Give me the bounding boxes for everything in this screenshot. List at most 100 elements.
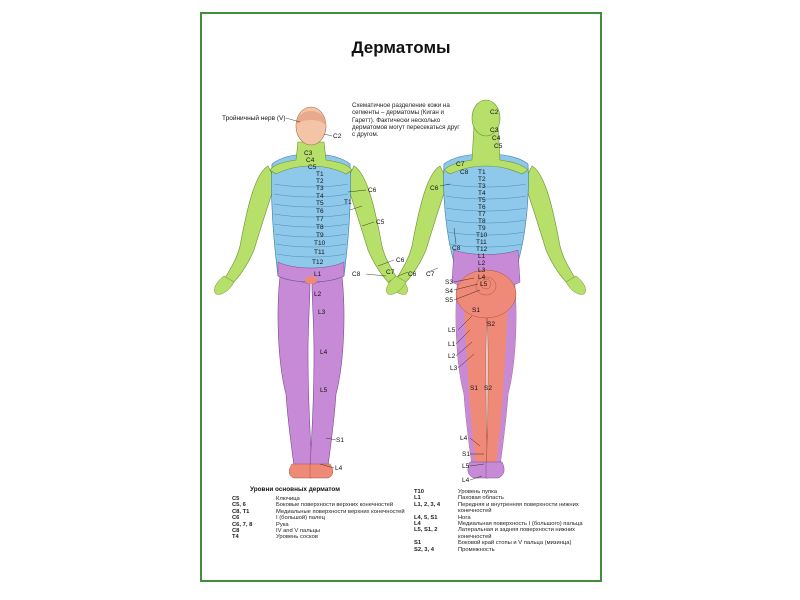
- description-note: Схематичное разделение кожи на сегменты …: [352, 102, 460, 139]
- back-label-C7-hand: C7: [426, 271, 435, 278]
- front-left-arm: [345, 165, 399, 285]
- legend-description: IV and V пальцы: [276, 528, 321, 535]
- front-pelvis: [277, 261, 345, 283]
- legend-description: Медиальная поверхность I (большого) паль…: [458, 521, 583, 528]
- back-label-S2: S2: [487, 321, 495, 328]
- front-head-top: [296, 111, 326, 126]
- legend-row: L1 Паховая область: [414, 495, 599, 501]
- front-label-C7: C7: [386, 269, 395, 276]
- back-label-L2: L2: [478, 260, 486, 267]
- back-label-C3: C3: [490, 127, 499, 134]
- back-label-C6-hand: C6: [408, 271, 417, 278]
- legend-code: C6: [232, 515, 240, 522]
- back-label-C2: C2: [490, 109, 499, 116]
- front-label-C4: C4: [306, 157, 315, 164]
- legend-description: Латеральная и задняя поверхности нижних …: [458, 527, 576, 540]
- back-label-S5: S5: [445, 297, 453, 304]
- legend-row: T10 Уровень пупка: [414, 489, 599, 495]
- back-label-L2-leg: L2: [448, 353, 456, 360]
- legend-description: Боковые поверхности верхних конечностей: [276, 502, 394, 509]
- legend-code: L4, 5, S1: [414, 514, 438, 521]
- legend-code: T10: [414, 489, 424, 495]
- back-left-foot: [467, 461, 489, 479]
- front-label-C5: C5: [308, 164, 317, 171]
- front-label-T4: T4: [316, 193, 324, 200]
- legend-code: C5, 6: [232, 502, 246, 509]
- back-label-C7: C7: [456, 161, 465, 168]
- back-sacral-ring-inner: [480, 278, 492, 290]
- back-sacral-region: [455, 269, 517, 319]
- front-label-T10: T10: [314, 240, 326, 247]
- front-label-trigeminal: Тройничный нерв (V): [222, 114, 286, 122]
- legend-row: C5, 6 Боковые поверхности верхних конечно…: [232, 502, 407, 508]
- front-label-T8: T8: [316, 224, 324, 231]
- front-label-C6: C6: [368, 187, 377, 194]
- legend-code: L1: [414, 495, 421, 502]
- back-label-C5: C5: [494, 143, 503, 150]
- legend-code: S2, 3, 4: [414, 546, 434, 553]
- legend-code: S1: [414, 540, 422, 547]
- back-left-hand: [386, 275, 407, 295]
- back-trunk-stripes: [445, 183, 527, 248]
- back-head: [471, 99, 501, 137]
- front-label-C6-hand: C6: [396, 257, 405, 264]
- back-label-S1-heel: S1: [462, 451, 470, 458]
- back-label-T3: T3: [478, 183, 486, 190]
- back-right-arm: [523, 165, 577, 285]
- front-right-leg: [277, 275, 313, 467]
- back-left-leg-lateral: [456, 276, 476, 466]
- front-genital-region: [305, 276, 317, 284]
- legend-description: Паховая область: [458, 495, 504, 502]
- back-label-L4-foot: L4: [462, 477, 470, 484]
- front-label-C5-arm: C5: [376, 219, 385, 226]
- back-label-S3: S3: [445, 279, 453, 286]
- back-label-L1-leg: L1: [448, 341, 456, 348]
- front-left-foot: [309, 463, 333, 479]
- front-label-L4-foot: L4: [335, 465, 343, 472]
- body-illustrations: Тройничный нерв (V) C2 C3 C4 C5 T1 T2 T3…: [214, 99, 586, 484]
- back-label-S1: S1: [472, 307, 480, 314]
- legend-code: C6, 7, 8: [232, 521, 253, 528]
- front-label-T3: T3: [316, 185, 324, 192]
- front-label-L5: L5: [320, 387, 328, 394]
- back-label-T4: T4: [478, 190, 486, 197]
- front-label-L4: L4: [320, 349, 328, 356]
- legend-code: C5: [232, 496, 240, 502]
- back-label-L5: L5: [480, 281, 488, 288]
- legend-title: Уровни основных дерматом: [250, 486, 340, 493]
- back-right-leg-lateral: [496, 276, 516, 466]
- back-leader-lines: [397, 183, 485, 481]
- front-label-T1-arm: T1: [344, 199, 352, 206]
- front-right-hand: [214, 275, 235, 295]
- back-label-T6: T6: [478, 204, 486, 211]
- front-right-arm: [223, 165, 277, 285]
- front-figure: Тройничный нерв (V) C2 C3 C4 C5 T1 T2 T3…: [214, 106, 408, 479]
- legend-description: Уровень пупка: [458, 489, 498, 495]
- front-label-S1: S1: [336, 437, 344, 444]
- back-label-T2: T2: [478, 176, 486, 183]
- back-label-L4-ankle: L4: [460, 435, 468, 442]
- back-label-C8-upper: C8: [460, 169, 469, 176]
- legend-row: S1 Боковой край стопы и V пальца (мизинца…: [414, 540, 599, 546]
- legend-description: Боковой край стопы и V пальца (мизинца): [458, 540, 572, 547]
- front-label-C3: C3: [304, 150, 313, 157]
- poster-title: Дерматомы: [351, 38, 451, 57]
- legend-description: I (большой) палец: [276, 515, 325, 522]
- back-label-C6: C6: [430, 185, 439, 192]
- back-right-hand: [565, 275, 586, 295]
- back-label-T12: T12: [476, 246, 488, 253]
- legend-description: Нога: [458, 514, 471, 521]
- front-neck: [269, 141, 353, 175]
- legend-code: C8, T1: [232, 508, 250, 515]
- front-label-L1: L1: [314, 271, 322, 278]
